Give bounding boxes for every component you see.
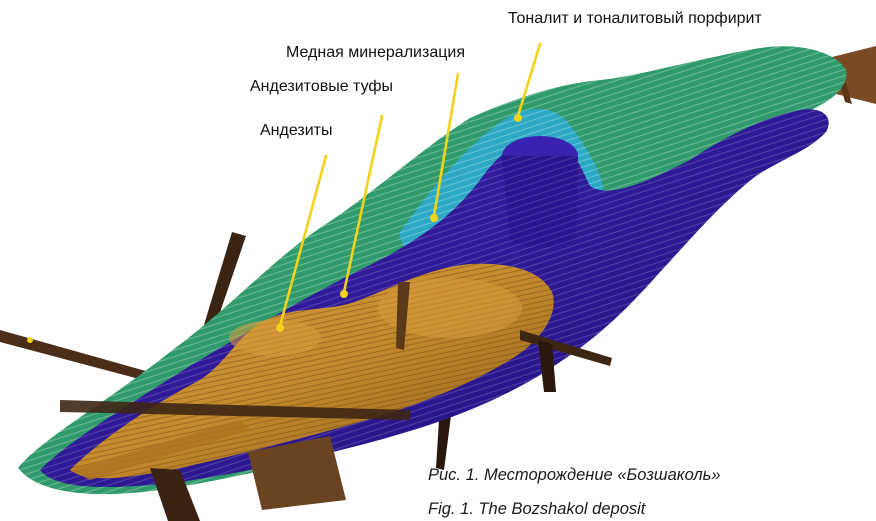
label-andesite-tuffs: Андезитовые туфы [250, 78, 393, 96]
label-copper: Медная минерализация [286, 44, 465, 62]
label-andesites: Андезиты [260, 122, 333, 140]
label-tonalite: Тоналит и тоналитовый порфирит [508, 10, 762, 28]
caption-ru: Рис. 1. Месторождение «Бозшаколь» [428, 466, 721, 485]
caption-en: Fig. 1. The Bozshakol deposit [428, 500, 645, 519]
